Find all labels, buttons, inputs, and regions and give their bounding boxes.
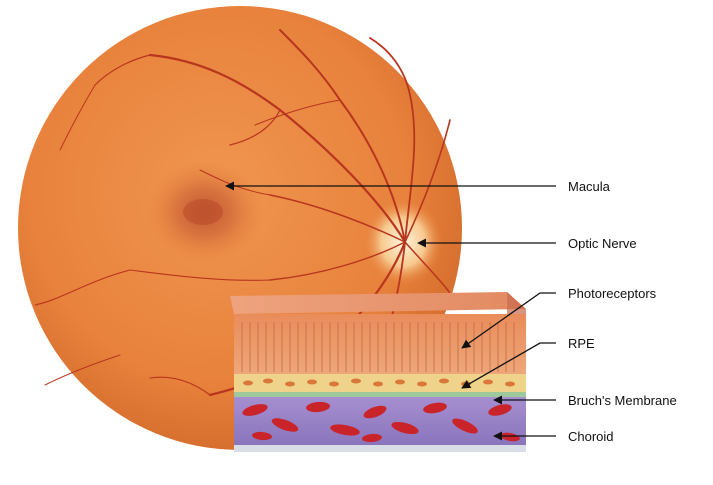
bruchs-membrane-layer [234, 392, 526, 397]
label-macula: Macula [568, 179, 611, 194]
labels: Macula Optic Nerve Photoreceptors RPE Br… [568, 179, 677, 444]
block-base [234, 445, 526, 452]
label-choroid: Choroid [568, 429, 614, 444]
label-photoreceptors: Photoreceptors [568, 286, 657, 301]
label-optic-nerve: Optic Nerve [568, 236, 637, 251]
label-rpe: RPE [568, 336, 595, 351]
cross-section-block [230, 292, 526, 452]
macula-center [183, 199, 223, 225]
label-bruchs-membrane: Bruch's Membrane [568, 393, 677, 408]
optic-disc [363, 198, 443, 286]
